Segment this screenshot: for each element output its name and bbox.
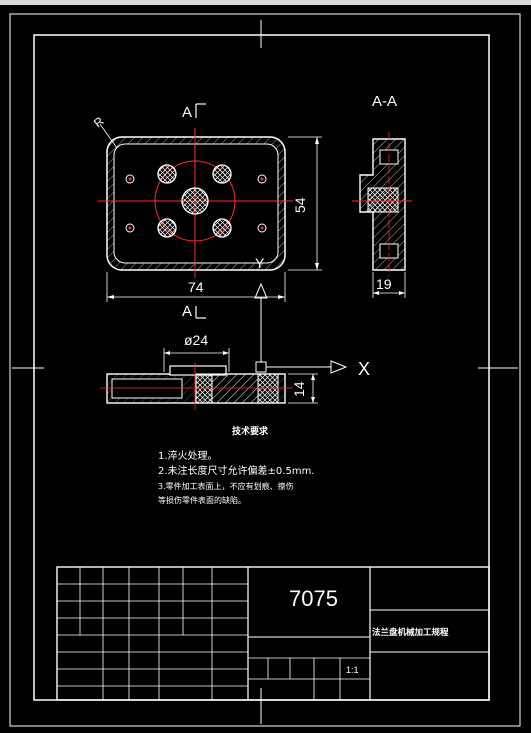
section-view (352, 132, 412, 298)
note-line: 3.零件加工表面上，不应有划痕、擦伤 (158, 481, 294, 491)
axis-y-label: Y (255, 255, 265, 271)
section-mark-top: A (182, 104, 192, 121)
center-marks (12, 20, 518, 724)
note-line: 2.未注长度尺寸允许偏差±0.5mm. (158, 464, 314, 477)
dim-radius: R (91, 114, 107, 131)
ucs-axes (254, 282, 348, 374)
front-view (98, 103, 322, 319)
inner-frame (33, 34, 490, 701)
technical-notes: 技术要求 1.淬火处理。 2.未注长度尺寸允许偏差±0.5mm. 3.零件加工表… (158, 425, 314, 505)
toolbar-strip (0, 0, 531, 5)
material-label: 7075 (289, 586, 338, 611)
outer-frame (9, 13, 521, 727)
dim-thickness: 14 (291, 381, 307, 397)
notes-title: 技术要求 (232, 425, 269, 437)
scale-label: 1:1 (346, 665, 359, 675)
axis-x-label: X (358, 359, 370, 379)
dim-height: 54 (292, 197, 308, 213)
dim-width: 74 (188, 279, 204, 295)
dim-diameter: ø24 (184, 332, 208, 348)
section-title: A-A (372, 93, 397, 110)
side-view (100, 348, 318, 410)
title-block (56, 566, 490, 701)
note-line: 1.淬火处理。 (158, 449, 218, 462)
part-name: 法兰盘机械加工规程 (372, 627, 449, 638)
dim-section-width: 19 (376, 276, 392, 292)
note-line: 等损伤零件表面的缺陷。 (158, 495, 246, 505)
section-mark-bottom: A (182, 303, 192, 320)
